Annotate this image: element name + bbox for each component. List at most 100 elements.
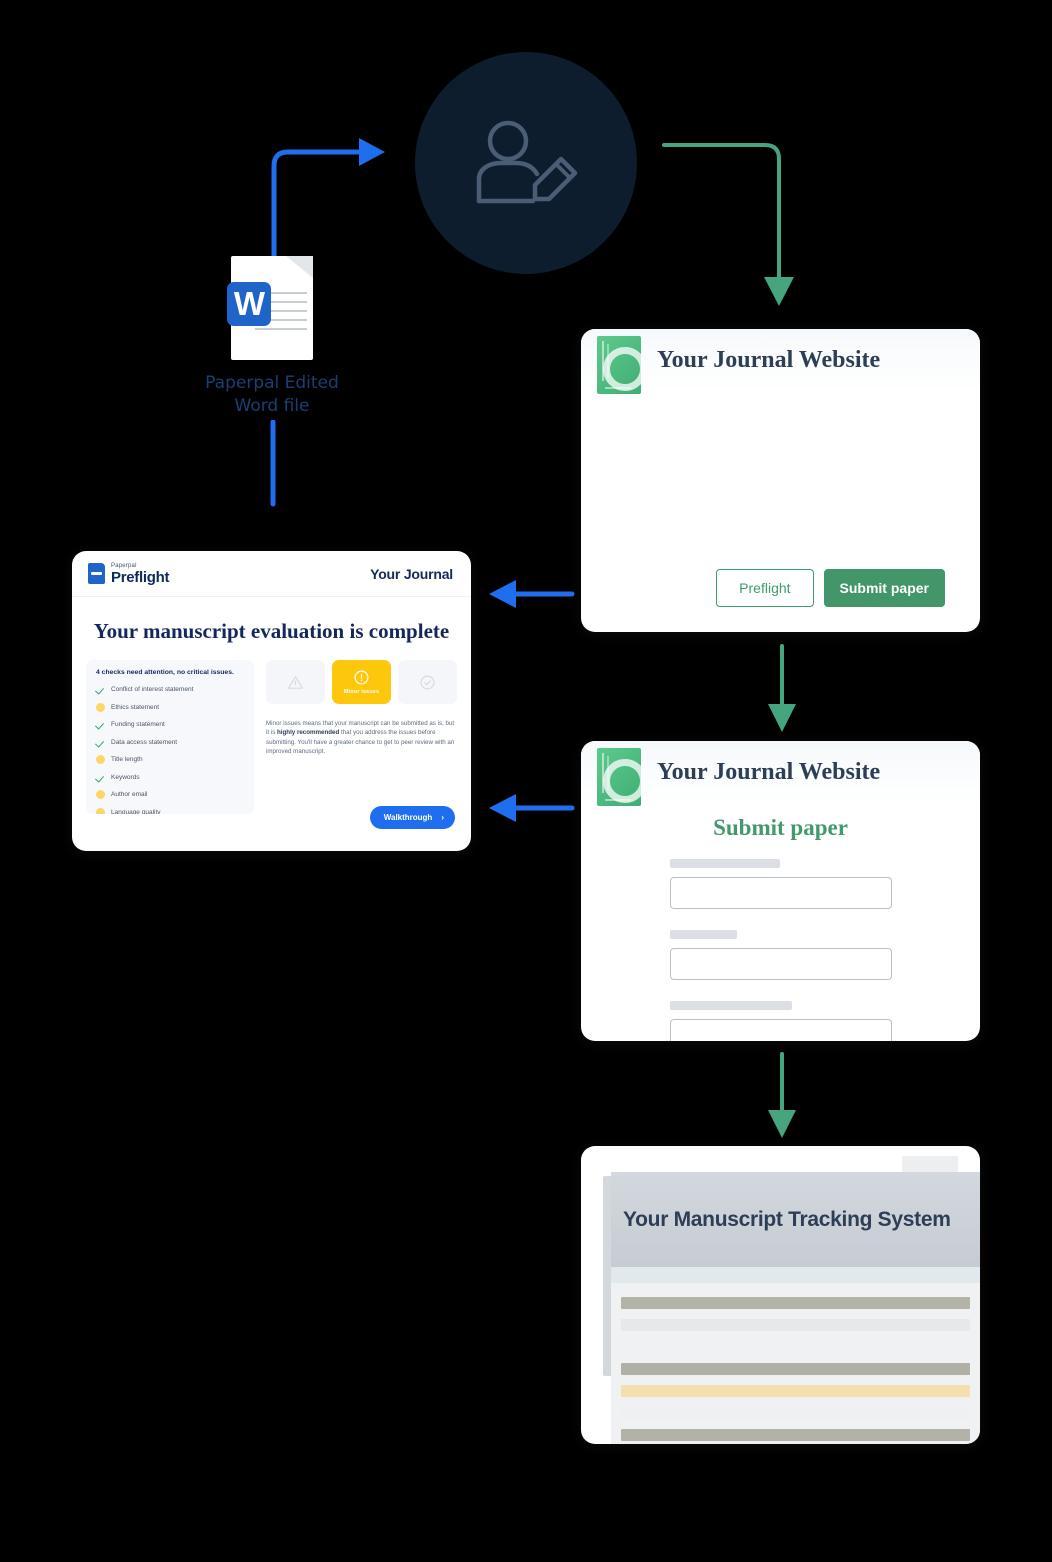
form-group bbox=[670, 859, 980, 909]
tracking-header: Your Manuscript Tracking System bbox=[611, 1172, 980, 1267]
form-text-input[interactable] bbox=[670, 1019, 892, 1041]
status-tile-minor-issues[interactable]: Minor issues bbox=[332, 660, 391, 704]
check-ok-icon bbox=[96, 738, 105, 747]
status-tile-warning[interactable] bbox=[266, 660, 325, 704]
exclamation-circle-icon bbox=[354, 670, 369, 685]
word-document-icon: W bbox=[227, 256, 313, 360]
check-warning-icon bbox=[96, 755, 105, 764]
tracking-row bbox=[621, 1429, 970, 1441]
form-field-label-placeholder bbox=[670, 859, 780, 868]
word-file-label: Paperpal Edited Word file bbox=[196, 372, 348, 418]
check-row: Funding statement bbox=[96, 720, 244, 729]
check-label: Author email bbox=[111, 791, 148, 798]
journal-cover-icon bbox=[597, 748, 641, 806]
form-group bbox=[670, 1001, 980, 1041]
journal-website-header: Your Journal Website bbox=[581, 329, 980, 394]
check-label: Data access statement bbox=[111, 738, 178, 746]
warning-triangle-icon bbox=[287, 675, 304, 689]
editor-avatar-circle bbox=[415, 52, 637, 274]
check-circle-icon bbox=[420, 675, 435, 689]
submit-paper-form-card: Your Journal Website Submit paper bbox=[581, 741, 980, 1041]
preflight-body: 4 checks need attention, no critical iss… bbox=[72, 644, 471, 814]
person-with-pencil-icon bbox=[476, 120, 578, 204]
status-tile-minor-issues-label: Minor issues bbox=[343, 689, 380, 695]
word-file-to-editor-arrow bbox=[271, 138, 385, 258]
form-field-label-placeholder bbox=[670, 930, 737, 939]
check-label: Title length bbox=[111, 756, 143, 763]
journal-website-actions: Preflight Submit paper bbox=[716, 569, 945, 607]
check-row: Title length bbox=[96, 755, 244, 764]
form-text-input[interactable] bbox=[670, 877, 892, 909]
preflight-button[interactable]: Preflight bbox=[716, 569, 814, 607]
checks-heading: 4 checks need attention, no critical iss… bbox=[96, 669, 234, 676]
tracking-row bbox=[621, 1363, 970, 1375]
check-row: Data access statement bbox=[96, 738, 244, 747]
submit-paper-button[interactable]: Submit paper bbox=[823, 569, 945, 607]
journal-site-to-preflight-arrow bbox=[489, 580, 575, 608]
tracking-row bbox=[621, 1407, 970, 1419]
check-row: Author email bbox=[96, 790, 244, 799]
submit-form-to-tracking-arrow bbox=[768, 1052, 796, 1138]
status-description-emphasis: highly recommended bbox=[277, 729, 340, 737]
submit-form-title: Submit paper bbox=[713, 815, 848, 840]
check-warning-icon bbox=[96, 807, 105, 814]
status-panel: Minor issues Minor issues means that you… bbox=[266, 660, 457, 814]
check-row: Ethics statement bbox=[96, 702, 244, 712]
document-text-lines bbox=[255, 292, 307, 337]
check-row: Keywords bbox=[96, 773, 244, 782]
tracking-title: Your Manuscript Tracking System bbox=[623, 1207, 951, 1231]
word-file-down-connector bbox=[270, 420, 276, 507]
checks-panel: 4 checks need attention, no critical iss… bbox=[86, 660, 254, 814]
check-warning-icon bbox=[96, 702, 105, 712]
submit-form-to-preflight-arrow bbox=[489, 794, 575, 822]
tracking-panel: Your Manuscript Tracking System bbox=[611, 1172, 980, 1444]
manuscript-tracking-card: Your Manuscript Tracking System bbox=[581, 1146, 980, 1444]
check-warning-icon bbox=[96, 790, 105, 799]
check-row: Conflict of interest statement bbox=[96, 685, 244, 694]
journal-cover-icon bbox=[597, 336, 641, 394]
submit-form-journal-title: Your Journal Website bbox=[657, 758, 881, 785]
preflight-result-card: Paperpal Preflight Your Journal Your man… bbox=[72, 551, 471, 851]
check-label: Ethics statement bbox=[111, 703, 160, 711]
status-tiles: Minor issues bbox=[266, 660, 457, 704]
tracking-rows bbox=[611, 1283, 980, 1441]
journal-website-card: Your Journal Website Preflight Submit pa… bbox=[581, 329, 980, 632]
check-row: Language quality bbox=[96, 807, 244, 815]
tracking-row bbox=[621, 1297, 970, 1309]
walkthrough-button[interactable]: Walkthrough › bbox=[369, 806, 455, 829]
check-label: Keywords bbox=[111, 773, 140, 781]
preflight-title: Your manuscript evaluation is complete bbox=[93, 619, 450, 643]
preflight-card-header: Paperpal Preflight Your Journal bbox=[72, 551, 471, 597]
preflight-journal-name: Your Journal bbox=[370, 565, 453, 582]
tracking-row bbox=[621, 1385, 970, 1397]
tracking-subbar bbox=[611, 1267, 980, 1283]
submit-form-header: Your Journal Website bbox=[581, 741, 980, 806]
chevron-right-icon: › bbox=[441, 813, 444, 822]
preflight-wordmark: Preflight bbox=[111, 568, 170, 586]
word-file-label-line1: Paperpal Edited bbox=[205, 373, 339, 393]
check-label: Conflict of interest statement bbox=[111, 686, 194, 693]
submit-form-fields bbox=[581, 859, 980, 1041]
tracking-row bbox=[621, 1319, 970, 1331]
status-description-part1: Minor issues means that your manuscript … bbox=[266, 720, 455, 737]
form-field-label-placeholder bbox=[670, 1001, 792, 1010]
journal-site-to-submit-form-arrow bbox=[768, 644, 796, 732]
form-text-input[interactable] bbox=[670, 948, 892, 980]
check-ok-icon bbox=[96, 720, 105, 729]
status-description-part2: that you address the issues before submi… bbox=[266, 729, 455, 756]
tracking-row bbox=[621, 1341, 970, 1353]
check-ok-icon bbox=[96, 773, 105, 782]
walkthrough-button-label: Walkthrough bbox=[383, 813, 433, 822]
paperpal-wordmark: Paperpal bbox=[111, 562, 137, 569]
status-tile-pass[interactable] bbox=[398, 660, 457, 704]
check-label: Language quality bbox=[111, 808, 161, 815]
word-file-label-line2: Word file bbox=[234, 396, 310, 416]
journal-website-title: Your Journal Website bbox=[657, 346, 881, 373]
check-label: Funding statement bbox=[111, 721, 165, 728]
form-group bbox=[670, 930, 980, 980]
status-description: Minor issues means that your manuscript … bbox=[266, 719, 457, 757]
editor-to-journal-site-arrow bbox=[662, 143, 794, 306]
paperpal-preflight-logo: Paperpal Preflight bbox=[88, 563, 169, 585]
